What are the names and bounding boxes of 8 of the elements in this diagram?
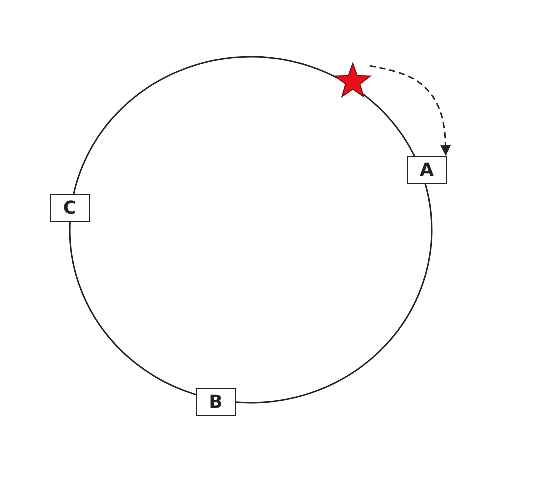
node-box	[196, 388, 236, 416]
node-label: B	[209, 392, 223, 412]
node-box	[407, 156, 447, 184]
node-label: C	[63, 198, 77, 218]
node-box	[50, 194, 90, 222]
arrow	[370, 65, 452, 156]
star-icon	[334, 62, 372, 99]
node-label: A	[420, 160, 434, 180]
